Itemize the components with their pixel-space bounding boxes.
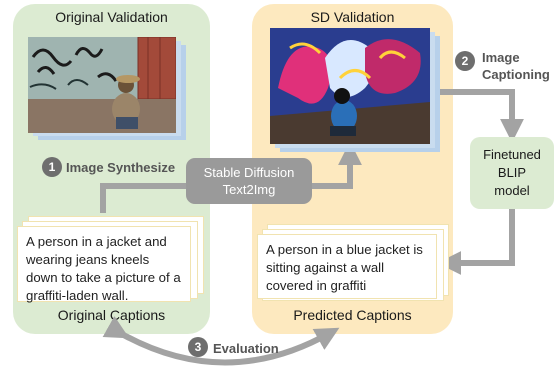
step-2-label-line1: Image (482, 50, 520, 65)
original-photo (28, 37, 176, 133)
predicted-caption: A person in a blue jacket is sitting aga… (257, 234, 437, 299)
blip-model-box: Finetuned BLIP model (470, 137, 554, 209)
blip-line1: Finetuned (483, 147, 541, 162)
evaluation-arrow (102, 316, 340, 366)
step-3-label: Evaluation (213, 341, 279, 356)
to-blip-arrow (440, 89, 524, 143)
original-caption: A person in a jacket and wearing jeans k… (17, 226, 191, 303)
stable-diffusion-box: Stable Diffusion Text2Img (186, 158, 312, 204)
to-caption-arrow (437, 209, 515, 275)
original-validation-title: Original Validation (55, 9, 168, 25)
stable-diffusion-line2: Text2Img (222, 182, 276, 197)
step-1-badge: 1 (42, 157, 62, 177)
sd-validation-title: SD Validation (310, 9, 395, 25)
step-2-label-line2: Captioning (482, 67, 550, 82)
step-2-badge: 2 (455, 51, 475, 71)
step-3-badge: 3 (188, 337, 208, 357)
blip-line3: model (494, 183, 530, 198)
blip-line2: BLIP (497, 165, 527, 180)
step-1-label: Image Synthesize (66, 160, 176, 175)
sd-photo (270, 28, 430, 144)
stable-diffusion-line1: Stable Diffusion (203, 165, 295, 180)
